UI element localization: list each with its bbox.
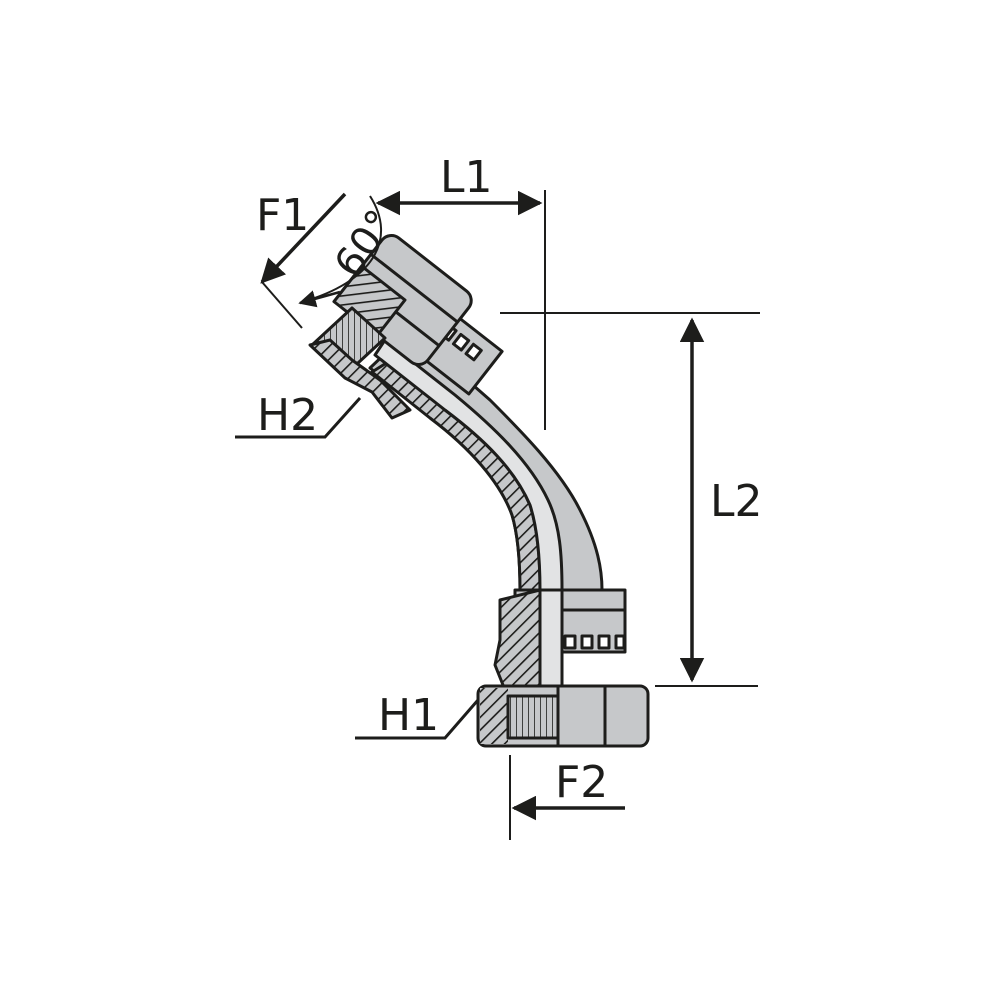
h1-leader	[355, 699, 480, 740]
lower-thread	[506, 694, 560, 740]
upper-seat	[308, 338, 412, 420]
lower-bore	[538, 588, 564, 692]
label-l1: L1	[440, 152, 493, 203]
label-h2: H2	[257, 390, 318, 441]
lower-hatched-section	[493, 588, 542, 692]
label-h1: H1	[378, 690, 439, 741]
angle-arc	[301, 195, 383, 303]
label-f2: F2	[555, 757, 608, 808]
label-f1: F1	[256, 190, 309, 241]
fitting-body	[308, 234, 650, 748]
h2-leader	[235, 396, 362, 439]
f1-extension-line	[261, 281, 303, 329]
angle-arrow	[298, 290, 341, 308]
upper-nut	[332, 234, 473, 366]
dimensions	[235, 190, 760, 840]
label-l2: L2	[710, 476, 763, 527]
f1-arrow	[260, 192, 347, 284]
